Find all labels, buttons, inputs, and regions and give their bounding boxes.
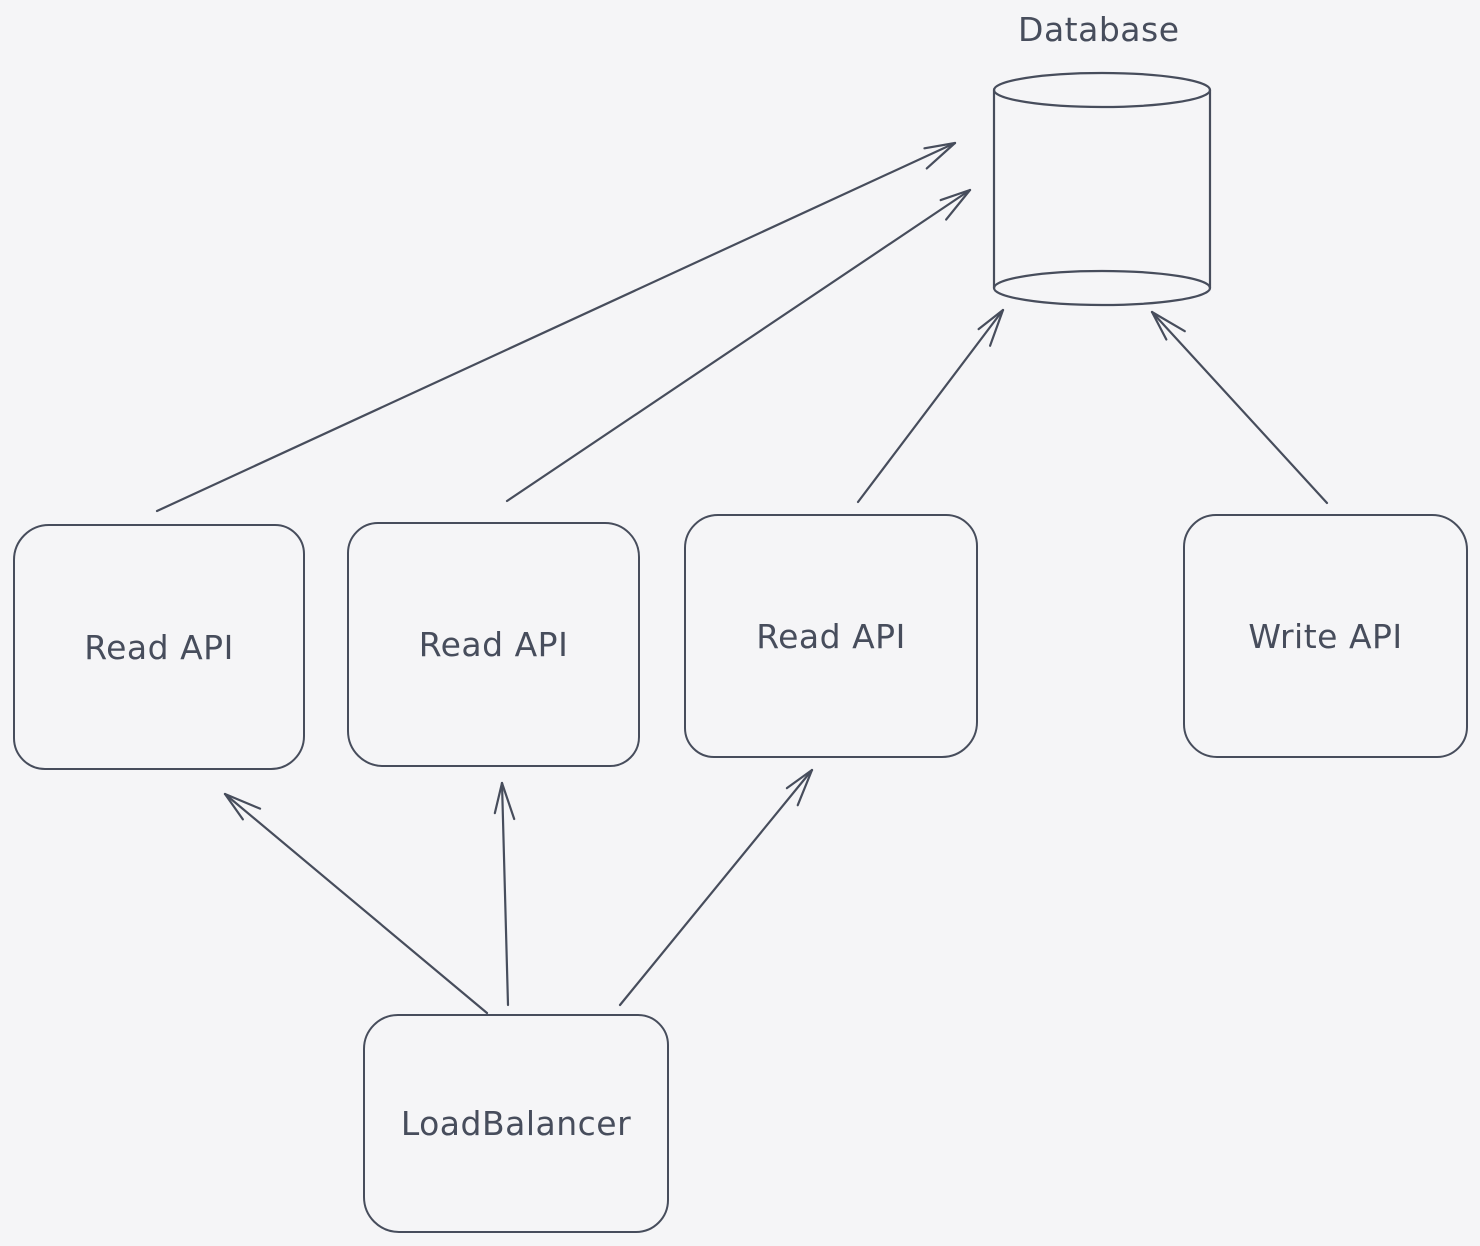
- edge-load-balancer-to-read-api-3: [618, 768, 814, 1007]
- node-write-api: Write API: [1183, 514, 1468, 758]
- edge-write-api-to-database: [1150, 310, 1329, 505]
- node-write-api-label: Write API: [1248, 616, 1403, 656]
- database-cylinder-shape: [992, 71, 1212, 307]
- node-database: Database: [994, 10, 1210, 305]
- node-read-api-2: Read API: [347, 522, 640, 767]
- edge-load-balancer-to-read-api-2: [493, 781, 516, 1007]
- node-load-balancer-label: LoadBalancer: [400, 1104, 632, 1143]
- node-read-api-3-label: Read API: [756, 616, 906, 656]
- node-read-api-3: Read API: [684, 514, 978, 758]
- node-read-api-2-label: Read API: [418, 625, 569, 664]
- node-load-balancer: LoadBalancer: [363, 1014, 669, 1233]
- edge-read-api-2-to-database: [505, 188, 972, 503]
- edge-load-balancer-to-read-api-1: [223, 792, 489, 1015]
- edge-read-api-1-to-database: [155, 141, 957, 513]
- edge-read-api-3-to-database: [856, 308, 1005, 504]
- node-database-label: Database: [1018, 10, 1180, 49]
- node-read-api-1-label: Read API: [84, 627, 234, 667]
- node-read-api-1: Read API: [13, 524, 305, 770]
